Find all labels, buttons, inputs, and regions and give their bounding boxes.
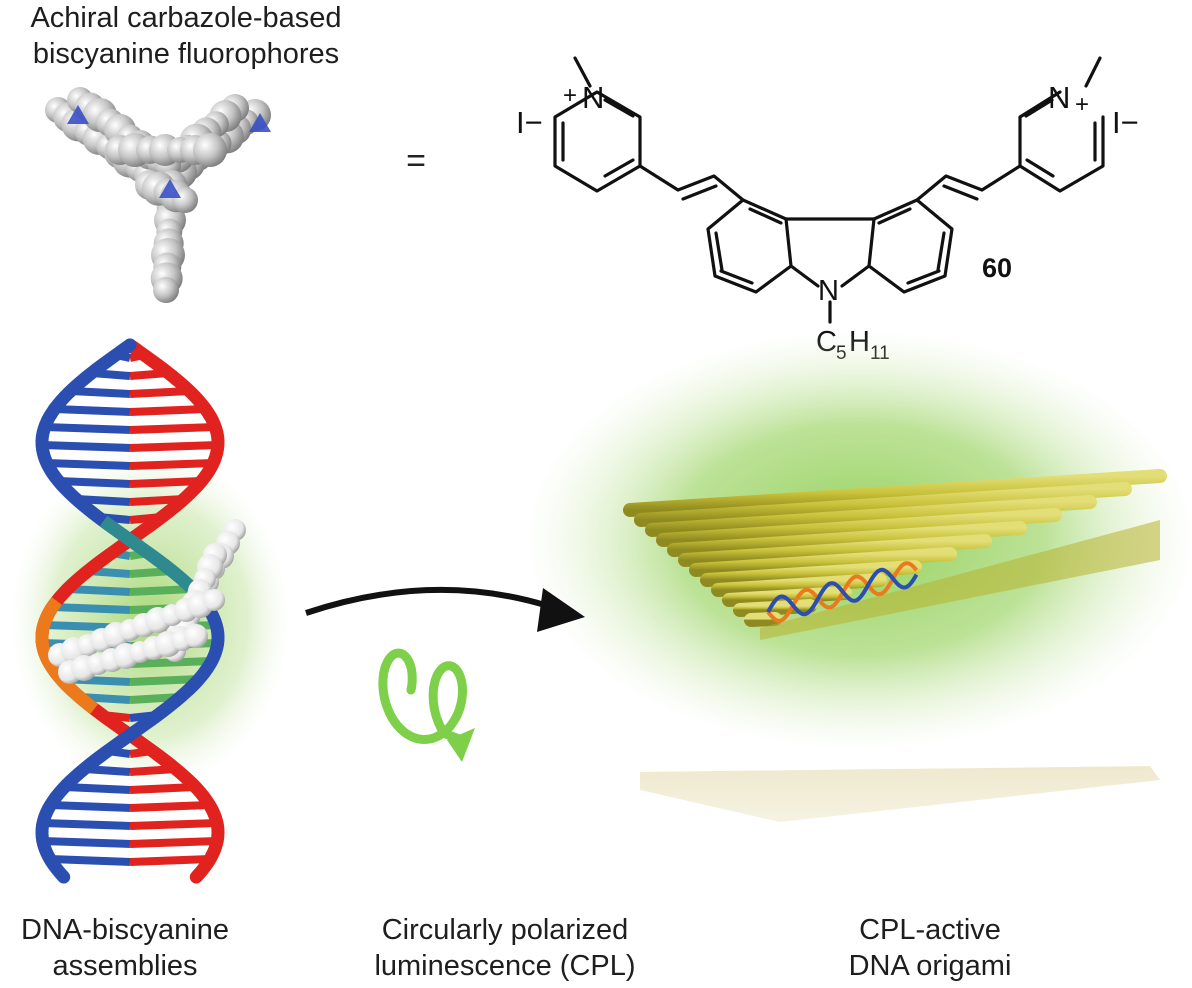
base-pair-right [50,801,131,812]
right-pyridinium-ring [1018,90,1105,193]
base-pair-right [41,441,131,452]
nitrogen-atom [249,113,271,132]
origami-rod [678,534,992,567]
base-pair-right [129,585,193,596]
base-pair-left [129,387,190,398]
origami-label-line-1: CPL-active [859,914,1001,946]
cpl-label: Circularly polarized luminescence (CPL) [340,912,670,984]
left-pyridinium-ring [553,90,642,193]
dna-origami-platform [623,469,1167,640]
base-pair-right [44,423,131,434]
origami-rod [634,482,1132,527]
left-iodide: I− [516,105,543,140]
origami-rod [667,521,1027,557]
origami-rod [711,573,887,597]
dna-assemblies-label: DNA-biscyanine assemblies [0,912,250,984]
base-pair-left [129,783,196,794]
base-pair-right [49,855,131,866]
base-pair-left [52,603,131,614]
carbazole-five-ring [784,217,876,288]
cpl-label-line-2: luminescence (CPL) [374,950,636,982]
origami-rod [645,495,1097,537]
cpl-spiral-arrowhead [447,728,475,762]
base-pair-right [129,675,200,686]
fluorophore-title: Achiral carbazole-based biscyanine fluor… [0,0,372,72]
base-pair-left [129,459,214,470]
core-nitrogen: N [818,275,839,307]
base-pair-right [46,459,131,470]
right-vinyl-double [942,184,979,201]
carbazole-left-double [714,207,783,285]
base-pair-left [129,441,219,452]
origami-rod [733,599,817,617]
origami-rod [656,508,1062,547]
right-plus-charge: + [1075,91,1089,118]
equals-sign: = [406,142,426,180]
molecule-atom [153,277,179,303]
base-pair-left [129,405,206,416]
molecule-atom [193,133,227,167]
origami-rod [744,612,782,627]
left-vinyl-double [681,184,718,201]
nitrogen-atom [159,179,181,198]
dye-atom [184,624,208,648]
origami-front-face [760,520,1160,640]
dna-double-helix [35,338,225,884]
bound-biscyanine-dyes [48,519,246,684]
right-iodide: I− [1112,105,1139,140]
base-pair-left [129,855,211,866]
origami-dna-helix [766,561,919,623]
structure-labels: I− + N N + I− N C 5 H 11 60 [516,80,1139,364]
left-plus-charge: + [563,82,577,109]
base-pair-right [42,837,131,848]
left-methyl [573,56,592,88]
right-ring-double-bonds [1024,98,1097,178]
molecule-atom [172,187,198,213]
origami-rod [623,469,1167,517]
base-pair-right [54,405,131,416]
fluorophore-title-line-2: biscyanine fluorophores [32,38,340,70]
space-filling-molecule-model [45,87,271,303]
origami-label-line-2: DNA origami [848,950,1012,982]
carbazole-right-double [877,207,946,285]
left-vinyl [638,164,745,202]
process-arrow-shaft [305,586,549,616]
base-pair-right [64,783,131,794]
right-nitrogen: N [1048,80,1070,115]
base-pair-left [129,837,218,848]
carbazole-right-ring [867,198,954,294]
dna-strand-orange [35,597,99,715]
dye-atom [203,589,225,611]
fluorophore-title-line-1: Achiral carbazole-based [30,2,342,34]
carbazole-left-ring [706,198,793,294]
dna-label-line-1: DNA-biscyanine [21,914,229,946]
base-pair-right [129,657,212,668]
dna-label-line-2: assemblies [52,950,198,982]
base-pair-left [67,585,131,596]
left-ring-double-bonds [561,98,635,178]
mini-strand-blue [766,567,919,617]
base-pair-right [70,387,131,398]
chemical-structure-60 [553,56,1105,324]
cpl-spiral-icon [378,648,475,762]
base-pair-left [129,801,210,812]
right-vinyl [915,164,1022,202]
base-pair-right [42,819,131,830]
base-pair-left [129,477,202,488]
origami-rod [689,547,957,577]
base-pair-right [58,477,131,488]
base-pair-left [129,819,218,830]
cpl-label-line-1: Circularly polarized [381,914,629,946]
nitrogen-atom [67,105,89,124]
process-arrow-head [537,588,585,632]
origami-label: CPL-active DNA origami [770,912,1090,984]
cpl-spiral-path [378,648,467,745]
compound-number: 60 [982,253,1012,283]
base-pair-left [129,423,216,434]
left-nitrogen: N [582,80,604,115]
origami-shadow [640,766,1160,822]
right-methyl [1084,56,1102,88]
